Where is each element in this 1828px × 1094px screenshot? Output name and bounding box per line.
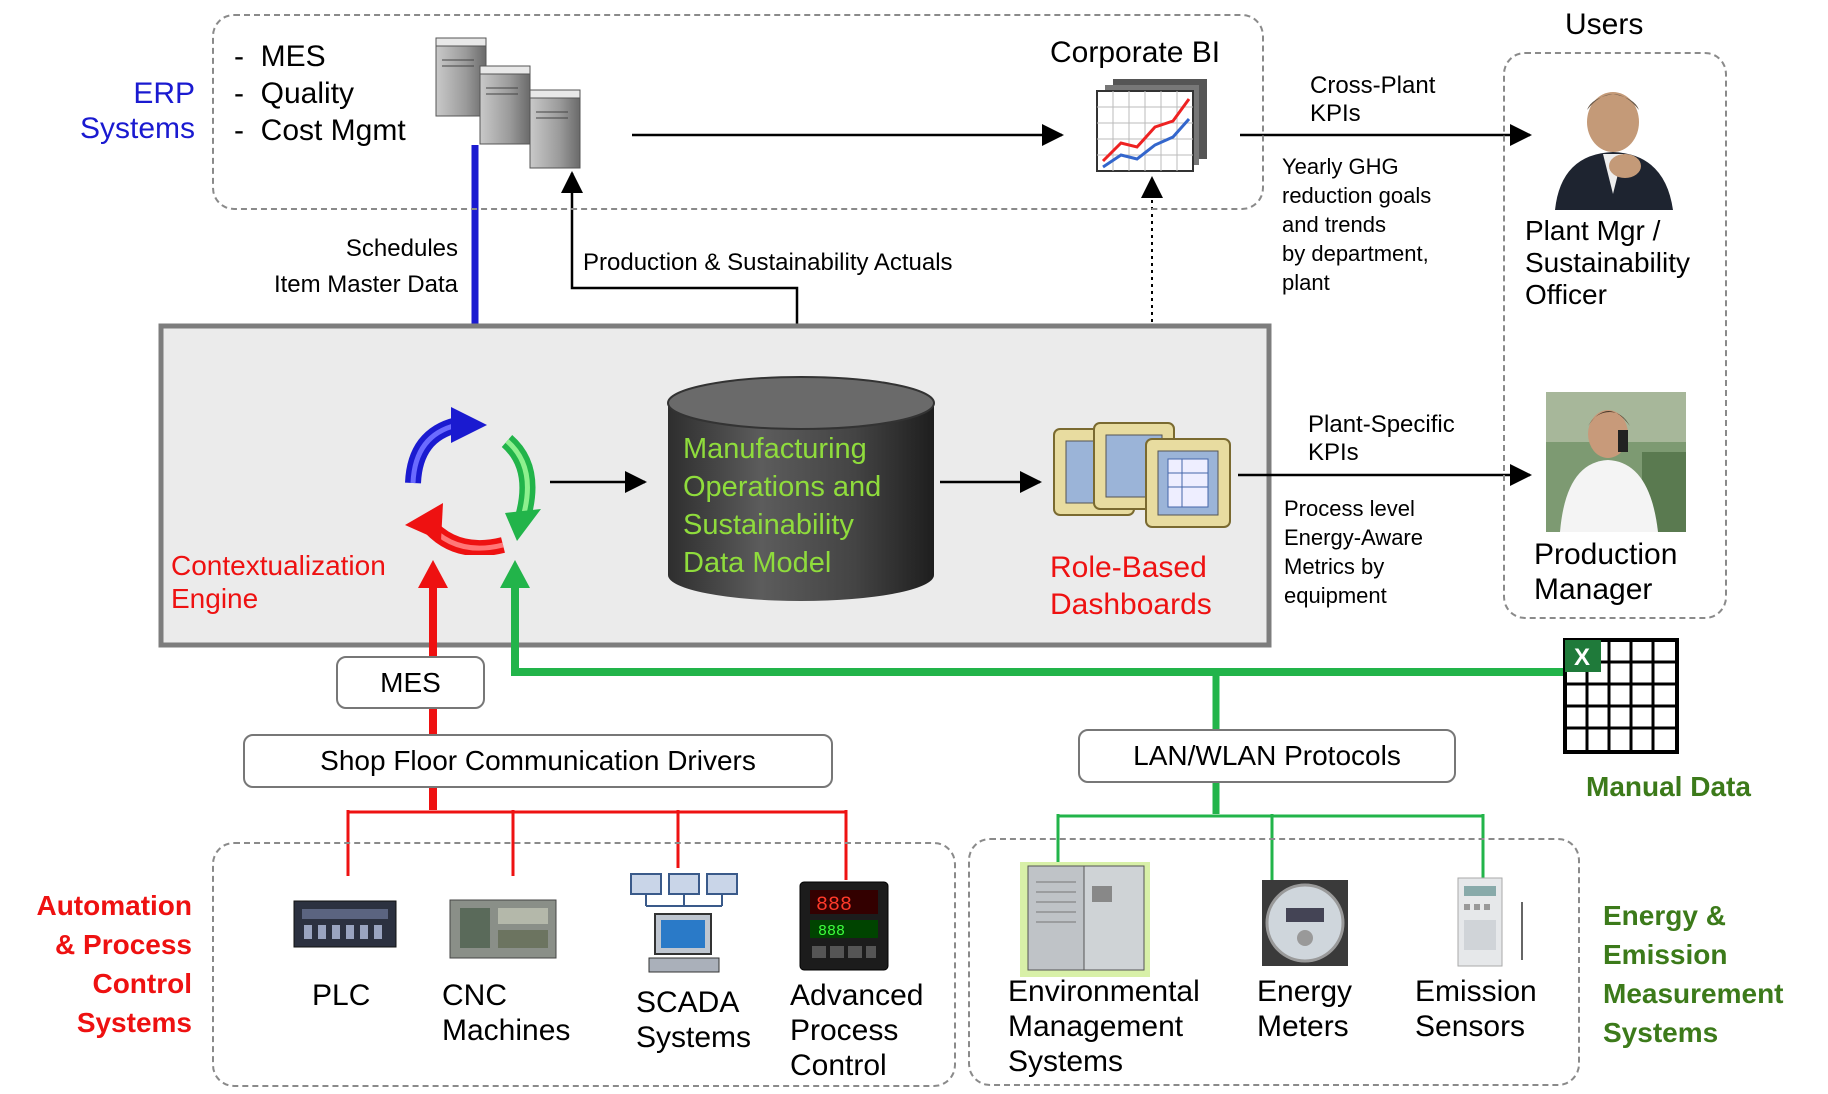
- cnc-machine-icon: [449, 899, 557, 959]
- svg-text:X: X: [1574, 644, 1590, 671]
- bi-chart-icon: [1096, 79, 1207, 172]
- energy-emission-label: Energy & Emission Measurement Systems: [1603, 900, 1784, 1048]
- contextualization-engine-label: Contextualization Engine: [171, 550, 386, 614]
- erp-item-cost: - Cost Mgmt: [234, 114, 406, 147]
- erp-systems-label: ERP Systems: [79, 77, 195, 145]
- erp-servers-icon: [435, 37, 581, 169]
- energy-group: [968, 838, 1580, 1086]
- plant-specific-kpis-label: Plant-Specific KPIs: [1308, 411, 1455, 466]
- automation-systems-label: Automation & Process Control Systems: [36, 890, 192, 1038]
- spreadsheet-icon: X: [1563, 638, 1679, 754]
- production-manager-photo: [1546, 392, 1686, 532]
- plc-icon: [293, 900, 397, 948]
- advanced-process-control-label: Advanced Process Control: [790, 979, 924, 1082]
- shop-floor-drivers-box: Shop Floor Communication Drivers: [243, 734, 833, 788]
- yearly-ghg-label: Yearly GHG reduction goals and trends by…: [1282, 154, 1432, 295]
- production-manager-label: Production Manager: [1534, 538, 1678, 606]
- svg-text:888: 888: [816, 894, 852, 917]
- cross-plant-kpis-label: Cross-Plant KPIs: [1310, 72, 1436, 127]
- users-title: Users: [1565, 8, 1644, 41]
- role-based-dashboards-label: Role-Based Dashboards: [1050, 551, 1212, 621]
- scada-icon: [630, 873, 738, 973]
- dashboards-icon: [1053, 422, 1231, 528]
- energy-meters-label: Energy Meters: [1257, 975, 1353, 1043]
- users-group: [1503, 52, 1727, 619]
- process-level-label: Process level Energy-Aware Metrics by eq…: [1284, 496, 1423, 608]
- cnc-machines-label: CNC Machines: [442, 979, 571, 1047]
- emission-sensors-label: Emission Sensors: [1415, 975, 1537, 1043]
- erp-group: [212, 14, 1264, 210]
- emission-sensor-icon: [1457, 877, 1523, 967]
- production-actuals-label: Production & Sustainability Actuals: [583, 249, 953, 276]
- plant-manager-photo: [1545, 80, 1685, 210]
- manual-data-label: Manual Data: [1586, 771, 1751, 802]
- environmental-system-icon: [1020, 862, 1150, 977]
- erp-item-quality: - Quality: [234, 77, 355, 110]
- environmental-management-label: Environmental Management Systems: [1008, 975, 1200, 1078]
- erp-item-mes: - MES: [234, 40, 326, 73]
- plant-manager-label: Plant Mgr / Sustainability Officer: [1525, 215, 1690, 310]
- data-model-label: Manufacturing Operations and Sustainabil…: [683, 433, 882, 579]
- schedules-label: Schedules Item Master Data: [273, 235, 458, 298]
- svg-text:888: 888: [818, 923, 845, 940]
- lan-wlan-box: LAN/WLAN Protocols: [1078, 729, 1456, 783]
- plc-label: PLC: [312, 979, 371, 1012]
- contextualization-cycle-icon: [405, 407, 541, 555]
- database-cylinder-icon: [667, 376, 935, 601]
- energy-meter-icon: [1262, 880, 1348, 966]
- corporate-bi-label: Corporate BI: [1050, 36, 1221, 69]
- erp-items: - MES - Quality - Cost Mgmt: [234, 38, 406, 149]
- automation-group: [212, 842, 956, 1087]
- scada-systems-label: SCADA Systems: [636, 986, 752, 1054]
- mes-bus-box: MES: [336, 656, 485, 709]
- advanced-process-control-icon: 888 888: [799, 881, 889, 971]
